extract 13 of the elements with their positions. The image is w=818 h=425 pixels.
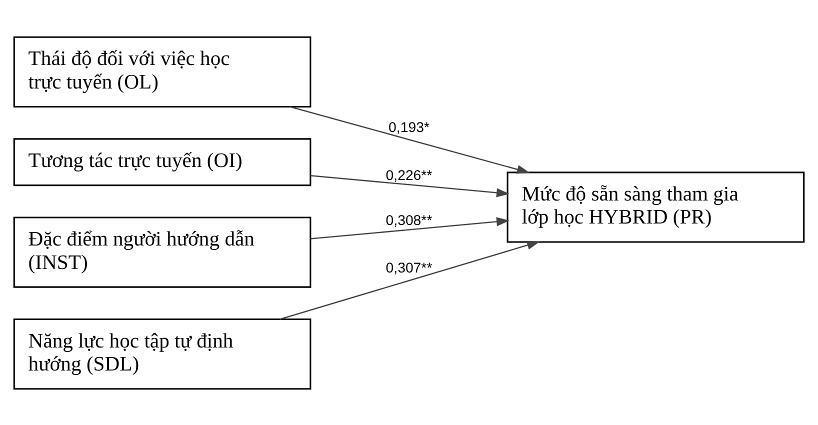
node-box: Năng lực học tập tự định hướng (SDL): [13, 318, 312, 390]
arrow: [290, 106, 530, 174]
arrow: [310, 174, 510, 197]
edge-label: 0,226**: [386, 167, 432, 184]
edge-label: 0,308**: [386, 212, 432, 228]
node-box: Đặc điểm người hướng dẫn (INST): [13, 216, 312, 288]
arrow: [280, 240, 540, 320]
edge-label: 0,193*: [388, 120, 430, 136]
node-box: Tương tác trực tuyến (OI): [13, 138, 312, 186]
edge-label: 0,307**: [386, 260, 432, 276]
arrow: [310, 216, 510, 239]
node-box: Thái độ đối với việc học trực tuyến (OL): [13, 36, 312, 107]
node-box: Mức độ sẵn sàng tham gia lớp học HYBRID (PR): [506, 171, 805, 242]
